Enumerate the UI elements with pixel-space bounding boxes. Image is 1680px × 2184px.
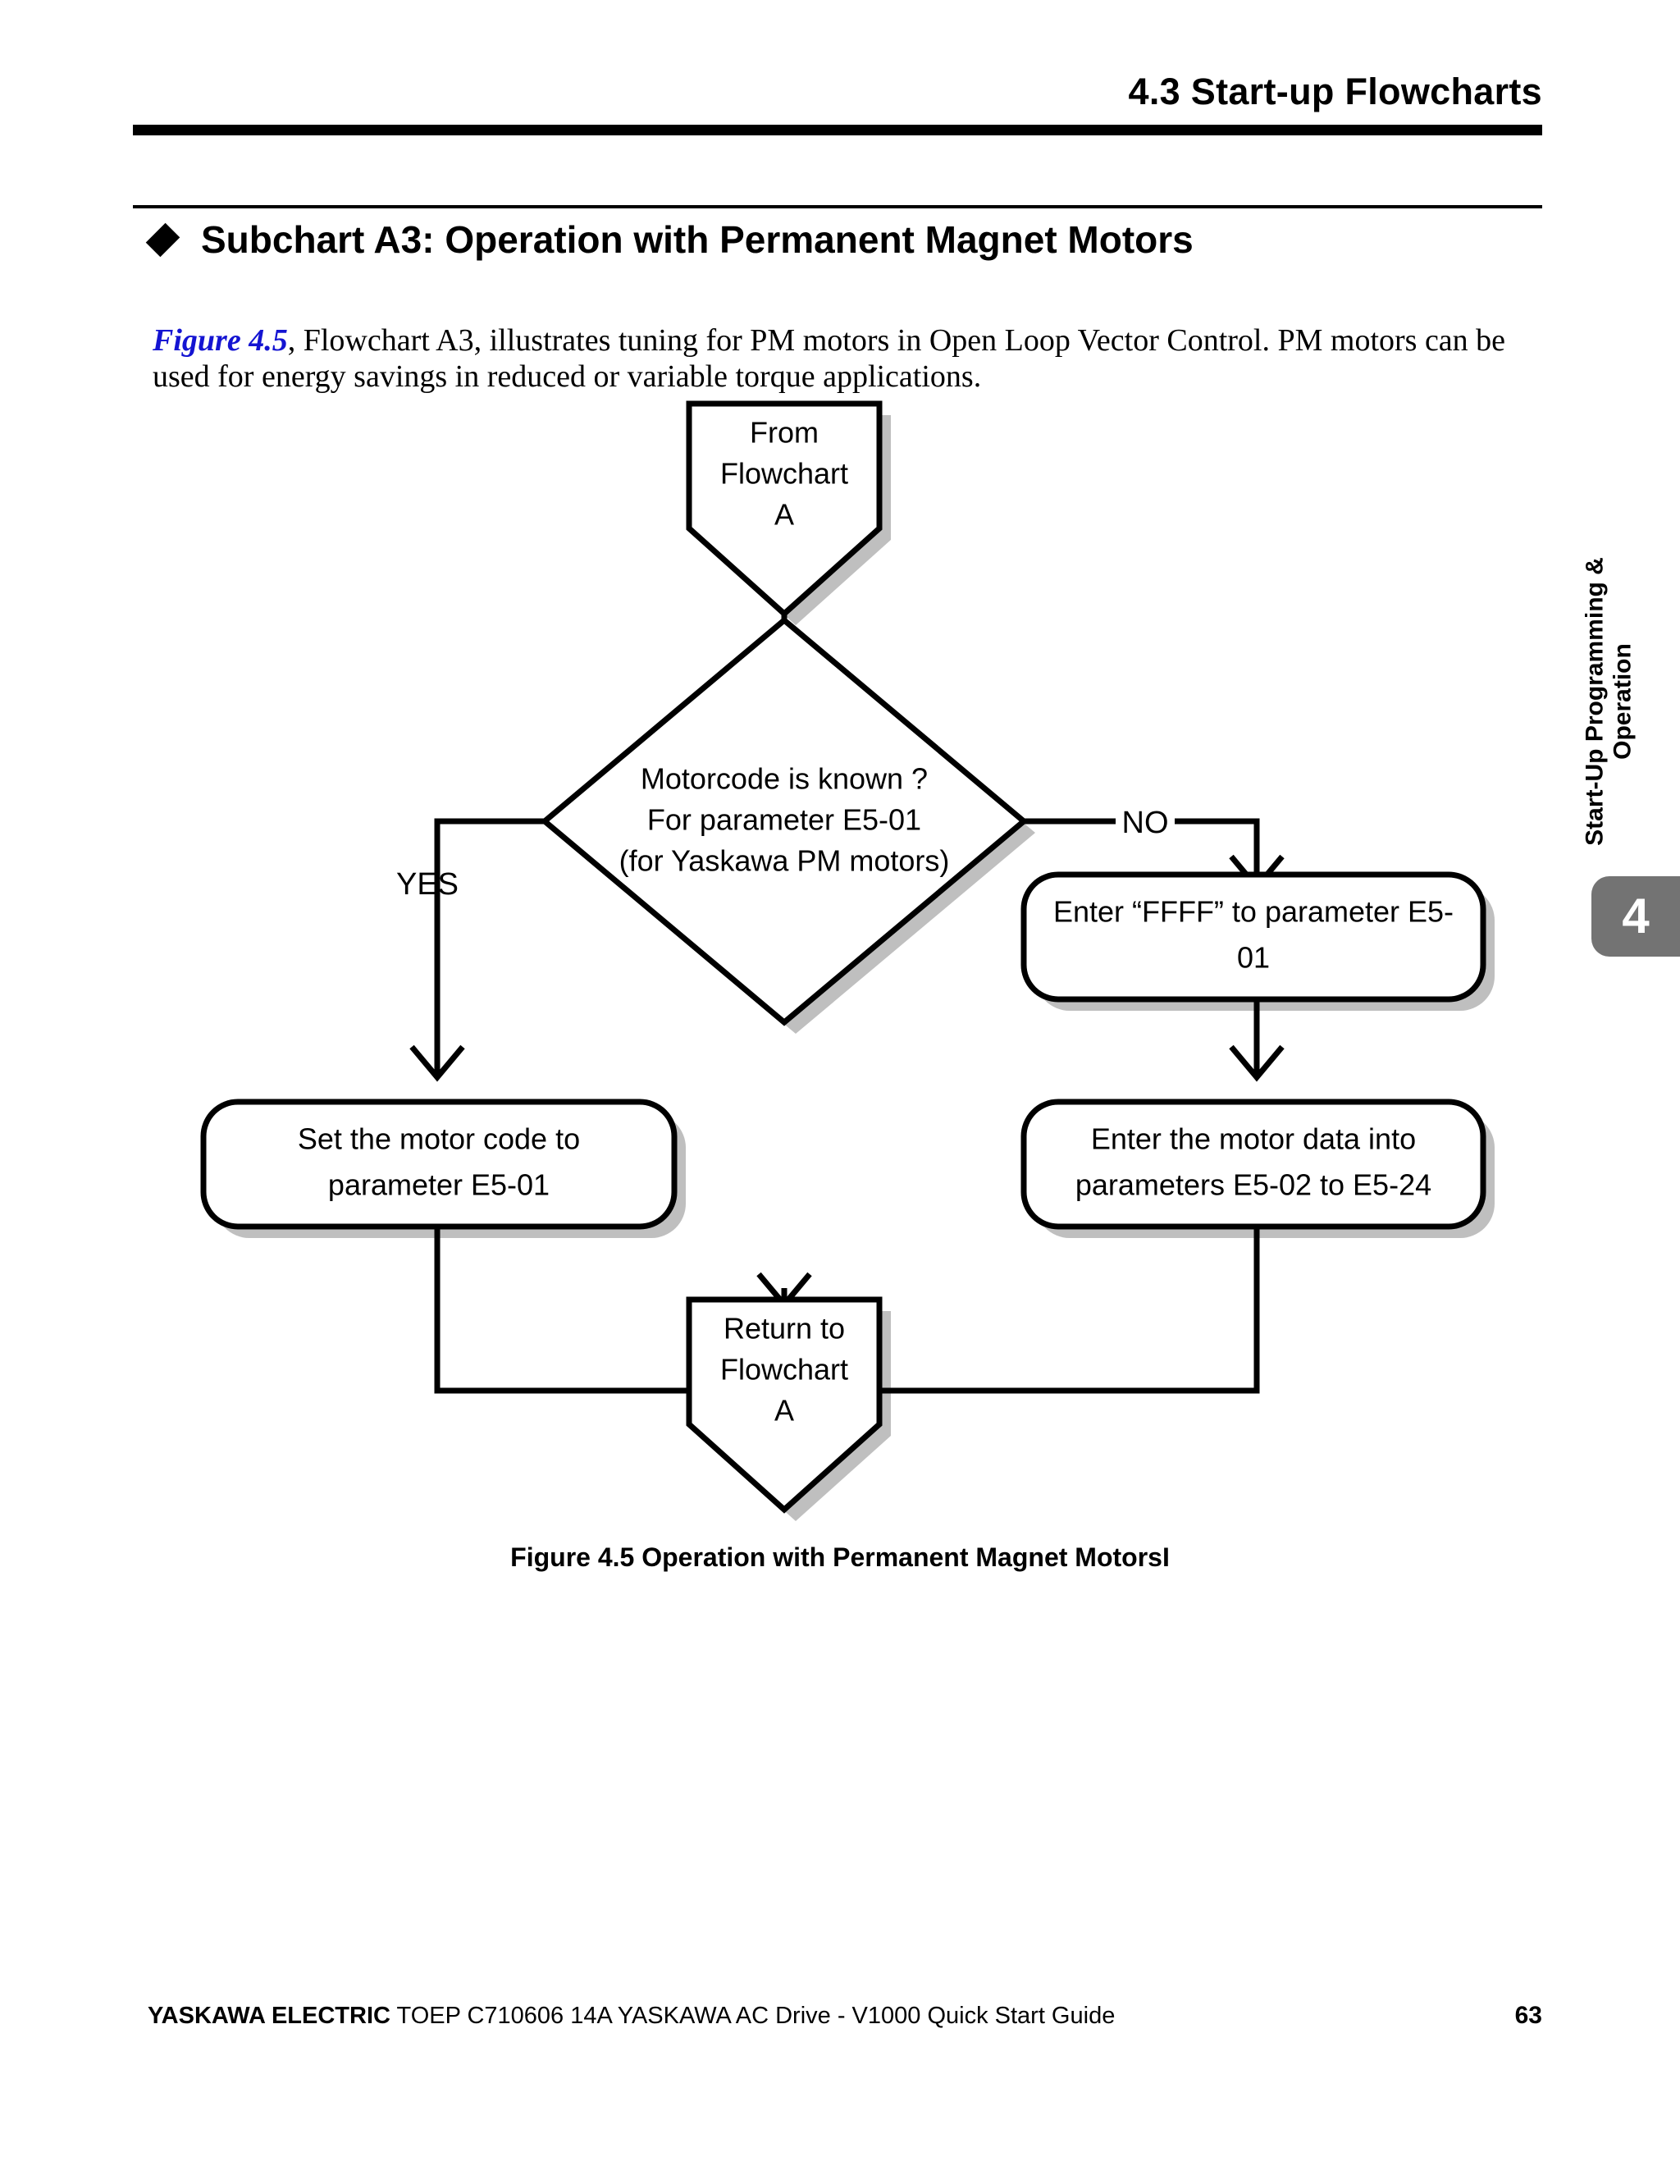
end-node-line-1: Return to — [724, 1312, 845, 1346]
chapter-number-text: 4 — [1622, 889, 1650, 944]
end-node-line-3: A — [774, 1394, 794, 1428]
arrowhead-ffff-to-motor-data — [1229, 1044, 1285, 1082]
footer-page-number: 63 — [1514, 2002, 1542, 2029]
figure-caption: Figure 4.5 Operation with Permanent Magn… — [510, 1542, 1170, 1572]
chapter-side-label-line-2: Operation — [1609, 643, 1636, 760]
footer-document-info: TOEP C710606 14A YASKAWA AC Drive - V100… — [396, 2003, 1116, 2029]
branch-label-no: NO — [1122, 806, 1169, 840]
connector-yes-branch — [434, 818, 545, 1075]
connector-motor-data-to-merge — [784, 1227, 1260, 1394]
process-motor-data-line-2: parameters E5-02 to E5-24 — [1075, 1168, 1431, 1202]
subchart-heading-text: Subchart A3: Operation with Permanent Ma… — [201, 218, 1194, 261]
process-motor-data-shape[interactable] — [1020, 1099, 1486, 1230]
page-footer: YASKAWA ELECTRIC TOEP C710606 14A YASKAW… — [148, 2002, 1542, 2030]
process-ffff-line-1: Enter “FFFF” to parameter E5- — [1053, 895, 1454, 929]
section-divider-rule — [133, 205, 1542, 208]
header-divider-rule — [133, 125, 1542, 135]
start-node-line-1: From — [750, 416, 819, 450]
diamond-bullet-icon — [145, 222, 180, 257]
process-set-code-line-1: Set the motor code to — [298, 1122, 580, 1156]
footer-company-name: YASKAWA ELECTRIC — [148, 2003, 390, 2029]
process-ffff-shape[interactable] — [1020, 871, 1486, 1003]
intro-body-text: , Flowchart A3, illustrates tuning for P… — [153, 323, 1506, 395]
process-ffff-line-2: 01 — [1237, 941, 1270, 975]
intro-paragraph: Figure 4.5, Flowchart A3, illustrates tu… — [153, 322, 1514, 395]
end-node-line-2: Flowchart — [720, 1353, 848, 1387]
start-node-line-3: A — [774, 498, 794, 532]
start-node-shape[interactable] — [686, 400, 883, 618]
decision-line-3: (for Yaskawa PM motors) — [619, 844, 950, 878]
start-node-line-2: Flowchart — [720, 457, 848, 491]
chapter-side-label: Start-Up Programming & Operation — [1539, 525, 1678, 878]
process-set-code-line-2: parameter E5-01 — [328, 1168, 550, 1202]
footer-text: YASKAWA ELECTRIC TOEP C710606 14A YASKAW… — [148, 2003, 1115, 2030]
connector-no-branch-right — [1175, 818, 1260, 884]
page-header-title: 4.3 Start-up Flowcharts — [1128, 71, 1542, 112]
figure-cross-reference-link[interactable]: Figure 4.5 — [153, 323, 288, 358]
process-motor-data-line-1: Enter the motor data into — [1091, 1122, 1416, 1156]
flowchart-diagram: From Flowchart A Motorcode is known ? Fo… — [0, 386, 1680, 1551]
arrowhead-yes-branch — [409, 1044, 465, 1082]
process-set-code-shape[interactable] — [200, 1099, 678, 1230]
chapter-side-label-line-1: Start-Up Programming & — [1581, 557, 1609, 846]
chapter-number-tab: 4 — [1591, 876, 1680, 957]
end-node-shape[interactable] — [686, 1296, 883, 1514]
decision-line-2: For parameter E5-01 — [647, 803, 921, 837]
decision-line-1: Motorcode is known ? — [641, 762, 928, 796]
decision-node-shape[interactable] — [540, 616, 1029, 1026]
branch-label-yes: YES — [396, 867, 459, 902]
subchart-heading: Subchart A3: Operation with Permanent Ma… — [145, 217, 1194, 262]
connector-set-code-to-merge — [434, 1227, 784, 1394]
